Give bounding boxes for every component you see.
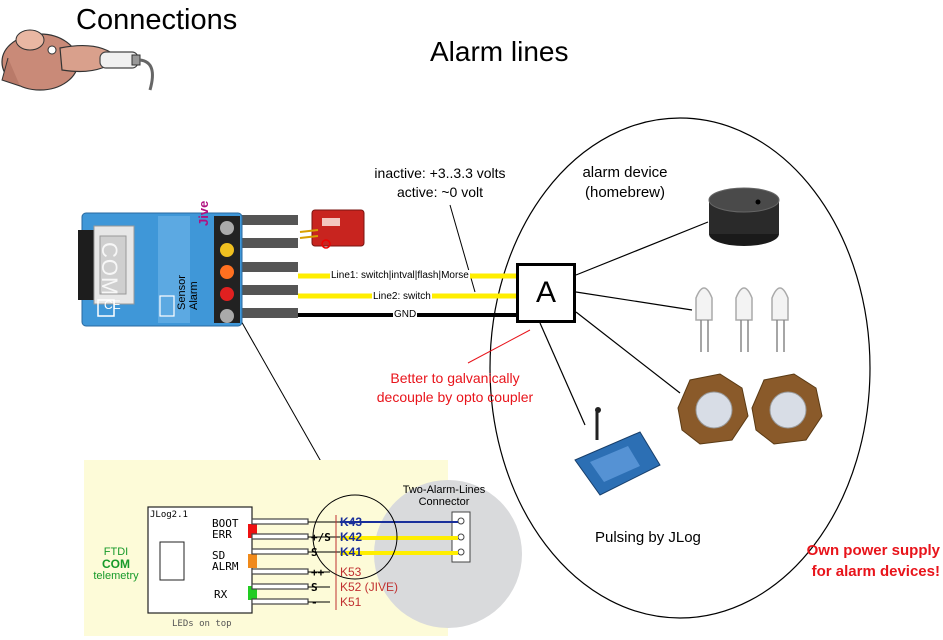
- connector-line2: Connector: [418, 496, 470, 508]
- pin-sign: S: [311, 546, 318, 559]
- sd-alrm-label: SD ALRM: [212, 550, 239, 572]
- voltage-levels-note: inactive: +3..3.3 volts active: ~0 volt: [350, 164, 530, 202]
- levels-line1: inactive: +3..3.3 volts: [374, 165, 506, 181]
- power-line2: for alarm devices!: [811, 563, 940, 580]
- alarm-box-a: A: [516, 263, 576, 323]
- pin-label-k43: K43: [340, 515, 363, 529]
- module-alarm-text: Alarm: [188, 281, 200, 310]
- leds-on-top-label: LEDs on top: [172, 619, 232, 629]
- pin-sign: [311, 515, 331, 530]
- wire-gnd-label: GND: [393, 309, 418, 320]
- wire-line2-label: Line2: switch: [372, 291, 432, 302]
- ce-mark: CE: [104, 298, 121, 312]
- pin-sign: +/S: [311, 531, 331, 544]
- pulsing-note: Pulsing by JLog: [595, 529, 701, 546]
- power-leds: [677, 373, 823, 445]
- boot-label: BOOT: [212, 517, 239, 530]
- sd-label: SD: [212, 549, 226, 562]
- power-supply-note: Own power supply for alarm devices!: [760, 540, 940, 582]
- buzzer-icon: [708, 187, 780, 246]
- pin-label-k51: K51: [340, 595, 362, 609]
- pin-sign: S: [311, 581, 318, 594]
- alarm-device-boundary: [489, 117, 871, 619]
- jive-module: [78, 212, 243, 327]
- red-switch-module: [299, 209, 365, 249]
- alrm-label: ALRM: [212, 560, 239, 573]
- led-bulbs: [695, 287, 789, 352]
- ftdi-label: FTDI: [103, 546, 129, 558]
- xbee-module: [574, 407, 661, 496]
- device-connections: [539, 221, 709, 426]
- device-line1: alarm device: [582, 164, 668, 181]
- decouple-pointer: [467, 329, 531, 364]
- levels-line2: active: ~0 volt: [397, 184, 483, 200]
- pin-label-k52: K52 (JIVE): [340, 580, 399, 594]
- decouple-line1: Better to galvanically: [390, 370, 520, 386]
- header-title: Connections: [76, 4, 238, 36]
- slide-title: Alarm lines: [430, 36, 569, 67]
- pin-signs: +/S S ++ S -: [311, 515, 331, 610]
- module-sensor-text: Sensor: [176, 275, 188, 310]
- pin-sign: ++: [311, 566, 325, 579]
- schematic-board-label: JLog2.1: [150, 510, 188, 520]
- pin-labels: K43 K42 K41 K53 K52 (JIVE) K51: [340, 515, 398, 610]
- connector-title: Two-Alarm-Lines Connector: [388, 484, 500, 508]
- ftdi-com-label: COM: [102, 557, 130, 571]
- pin-label-k53: K53: [340, 565, 362, 579]
- boot-err-label: BOOT ERR: [212, 518, 239, 540]
- schematic-panel: [84, 460, 522, 636]
- err-label: ERR: [212, 528, 232, 541]
- pin-label-k41: K41: [340, 545, 363, 559]
- rx-label: RX: [214, 588, 228, 601]
- module-brand-label: Jive: [196, 200, 211, 226]
- pin-header: [236, 215, 298, 318]
- pin-sign: -: [311, 596, 318, 609]
- ftdi-telemetry-label: telemetry: [93, 570, 139, 582]
- device-line2: (homebrew): [584, 184, 666, 201]
- ftdi-label-group: FTDI COM telemetry: [86, 546, 146, 582]
- power-line1: Own power supply: [806, 542, 940, 559]
- connector-line1: Two-Alarm-Lines: [402, 484, 486, 496]
- mascot-logo: [1, 29, 154, 91]
- decouple-note: Better to galvanically decouple by opto …: [355, 369, 555, 407]
- decouple-line2: decouple by opto coupler: [376, 389, 534, 405]
- pin-label-k42: K42: [340, 530, 363, 544]
- module-com-label: COM: [97, 242, 122, 297]
- alarm-device-note: alarm device (homebrew): [560, 163, 690, 203]
- wire-line1-label: Line1: switch|intval|flash|Morse: [330, 270, 470, 281]
- module-sensor-alarm-label: Sensor Alarm: [176, 275, 200, 310]
